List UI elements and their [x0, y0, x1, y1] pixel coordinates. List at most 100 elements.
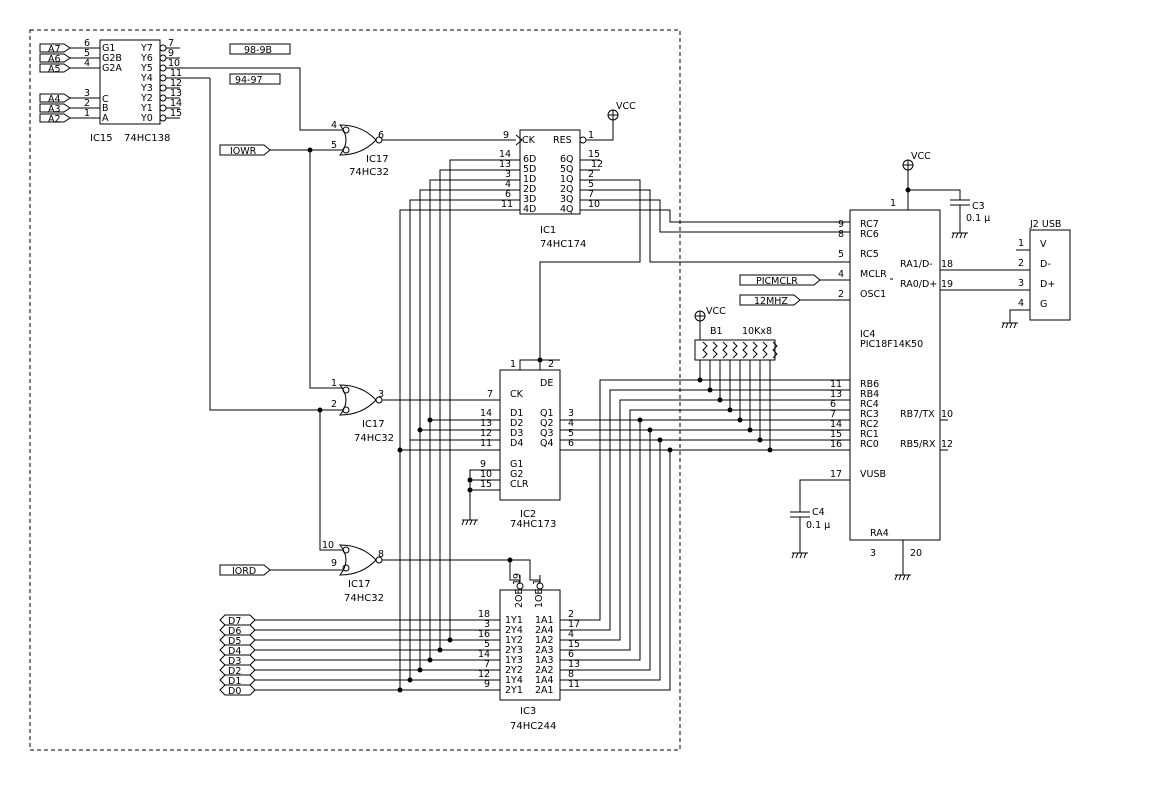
ic3-oe-num-1: 1 [532, 579, 543, 585]
ic1-pin-14: 14 [499, 149, 511, 160]
ic3-pin-3: 3 [484, 619, 490, 630]
c3-value: 0.1 μ [966, 213, 990, 224]
ic2-pin-12: 12 [480, 428, 492, 439]
ic4-pin-9: 9 [838, 219, 844, 230]
ic3-pin-16: 16 [478, 629, 490, 640]
ic15-pin-num-11: 11 [170, 68, 182, 79]
ic2-de: DE [540, 378, 553, 389]
j2-ref: J2 USB [1029, 219, 1061, 230]
ic3-pin-6: 6 [568, 649, 574, 660]
ic4-pin-15: 15 [830, 429, 842, 440]
ic1-1q: 1Q [560, 174, 574, 185]
ic1-2q: 2Q [560, 184, 574, 195]
ic4-ra1: RA1/D- [900, 259, 933, 270]
ic2-d2: D2 [510, 418, 523, 429]
ic17-gate-c: 10 9 8 IC17 74HC32 [317, 407, 531, 604]
j2-pin-3: 3 [1018, 278, 1024, 289]
addr-a3-label: A3 [48, 104, 61, 115]
ic4-rc6: RC6 [860, 229, 879, 240]
ic3-ref: IC3 [520, 706, 536, 717]
ic2-pin-4: 4 [568, 418, 574, 429]
ic2-g1: G1 [510, 459, 523, 470]
ic4-pin-11: 11 [830, 379, 842, 390]
ic4-pin-4: 4 [838, 269, 844, 280]
ic4-part: PIC18F14K50 [860, 339, 923, 350]
j2-g: G [1040, 299, 1047, 310]
bus-d0: D0 [228, 686, 241, 697]
ic1-pin-2: 2 [588, 169, 594, 180]
ic15-ref: IC15 [90, 133, 113, 144]
ic17b-pin-3: 3 [378, 389, 384, 400]
ic3-buffer: 19 1 2OE 1OE 1Y1 2Y4 1Y2 2Y3 1Y3 2Y2 1Y4… [478, 573, 580, 732]
c4-value: 0.1 μ [806, 520, 830, 531]
ic3-1a4: 1A4 [535, 675, 554, 686]
ic3-pin-11: 11 [568, 679, 580, 690]
ic3-1y4: 1Y4 [505, 675, 523, 686]
j2-dminus: D- [1040, 259, 1051, 270]
ic4-ref: IC4 [860, 329, 875, 340]
ic4-ra4-num: 3 [870, 548, 876, 559]
ic2-q4: Q4 [540, 438, 554, 449]
clock-label: 12MHZ [754, 296, 788, 307]
ic4-pin-13: 13 [830, 389, 842, 400]
ic4-rb4: RB4 [860, 389, 879, 400]
ic17c-pin-10: 10 [322, 540, 334, 551]
ic3-oe-num-19: 19 [512, 573, 523, 585]
ic4-rc5: RC5 [860, 249, 879, 260]
ic1-pin-3: 3 [505, 169, 511, 180]
ic17c-part: 74HC32 [344, 593, 384, 604]
ic2-ref: IC2 [520, 509, 536, 520]
ic2-pin-6: 6 [568, 438, 574, 449]
ic4-pin-6: 6 [830, 399, 836, 410]
ic1-part: 74HC174 [540, 239, 586, 250]
ic15-pin-name-g1: G1 [102, 43, 115, 54]
ic3-pin-8: 8 [568, 669, 574, 680]
ic3-1a3: 1A3 [535, 655, 554, 666]
b1-ref: B1 [710, 326, 723, 337]
ic15-pin-name-y7: Y7 [140, 43, 153, 54]
ic17b-part: 74HC32 [354, 433, 394, 444]
picmclr-label: PICMCLR [756, 276, 798, 287]
ic3-2a4: 2A4 [535, 625, 554, 636]
ic2-ck: CK [510, 389, 524, 400]
ic1-3q: 3Q [560, 194, 574, 205]
ic3-pin-5: 5 [484, 639, 490, 650]
vcc-symbols: VCC VCC VCC [607, 101, 931, 322]
bus-d3: D3 [228, 656, 241, 667]
ic3-2oe: 2OE [514, 588, 525, 608]
data-bus-flags: D7 D6 D5 D4 D3 D2 D1 D0 [219, 614, 500, 697]
bus-d5: D5 [228, 636, 241, 647]
ic15-pin-name-y0: Y0 [140, 113, 153, 124]
ic2-q3: Q3 [540, 428, 554, 439]
ic3-1a1: 1A1 [535, 615, 554, 626]
ic3-2y1: 2Y1 [505, 685, 523, 696]
ic2-part: 74HC173 [510, 519, 556, 530]
ic3-pin-9: 9 [484, 679, 490, 690]
ic1-pin-5: 5 [588, 179, 594, 190]
ic15-pin-num-13: 13 [170, 88, 182, 99]
c3-capacitor: C3 0.1 μ [908, 189, 990, 233]
ic15-pin-num-3: 3 [84, 88, 90, 99]
ic2-q1: Q1 [540, 408, 554, 419]
ic4-ra4: RA4 [870, 528, 889, 539]
ic15-pin-num-12: 12 [170, 78, 182, 89]
ic1-ck-num: 9 [503, 130, 509, 141]
clock-signal: 12MHZ [739, 294, 850, 307]
ic1-pin-12: 12 [591, 159, 603, 170]
ic4-rc1: RC1 [860, 429, 879, 440]
ic2-pin-13: 13 [480, 418, 492, 429]
c4-ref: C4 [812, 507, 825, 518]
ic3-1y3: 1Y3 [505, 655, 523, 666]
ic17-gate-a: 4 5 6 IC17 74HC32 [210, 67, 516, 178]
addr-a6-label: A6 [48, 54, 61, 65]
ic1-pin-11: 11 [501, 199, 513, 210]
ic1-3d: 3D [523, 194, 536, 205]
ic15-pin-name-g2b: G2B [102, 53, 122, 64]
ic3-2a1: 2A1 [535, 685, 554, 696]
ic3-pin-17: 17 [568, 619, 580, 630]
ic3-part: 74HC244 [510, 721, 556, 732]
ic4-rc3: RC3 [860, 409, 879, 420]
bus-d6: D6 [228, 626, 241, 637]
ic15-pin-name-y3: Y3 [140, 83, 153, 94]
ic1-2d: 2D [523, 184, 536, 195]
